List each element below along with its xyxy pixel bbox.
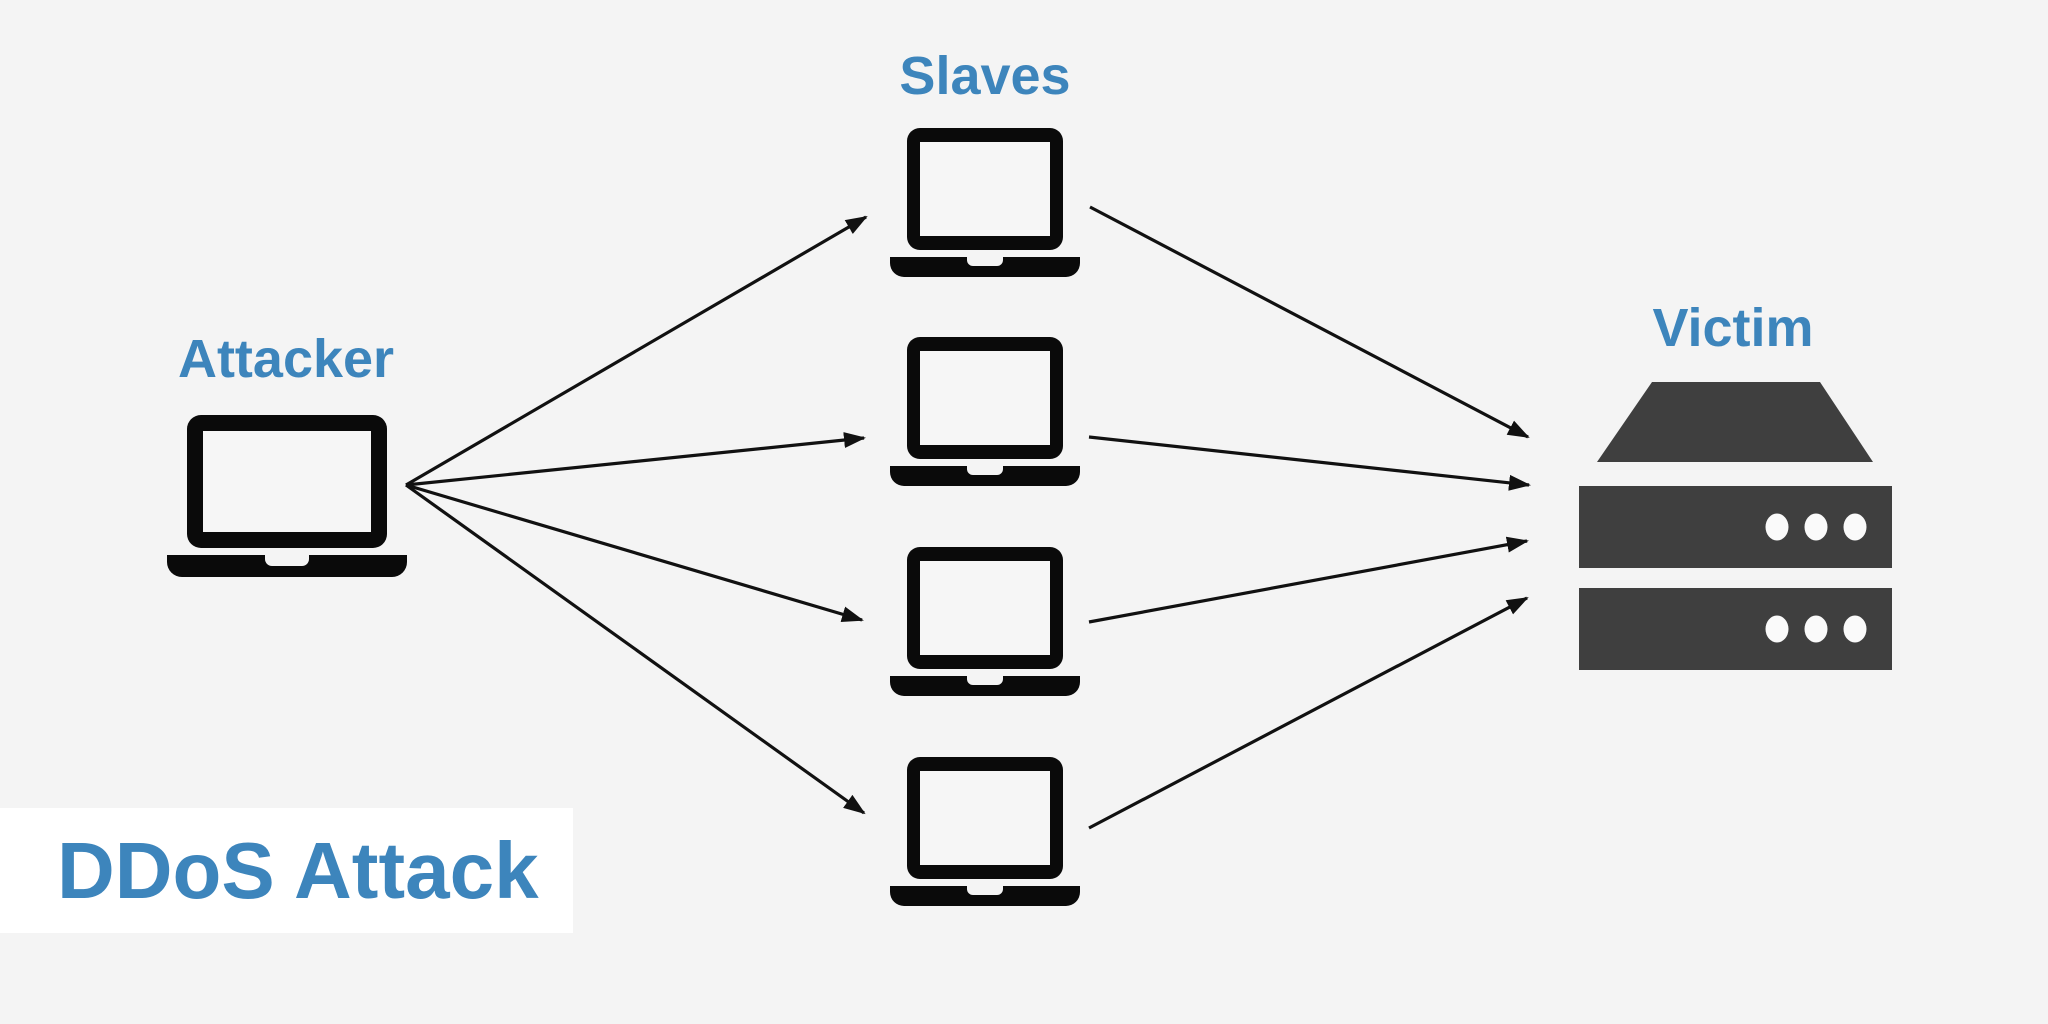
slave-laptop-icon-3 <box>890 547 1080 696</box>
slaves-label: Slaves <box>899 46 1071 106</box>
slave-to-victim-arrows <box>1088 205 1531 830</box>
attacker-laptop-icon <box>167 415 407 577</box>
diagram-title: DDoS Attack <box>57 826 539 915</box>
arrow-attacker-to-slave-4 <box>405 483 866 815</box>
slave-laptop-icon-2 <box>890 337 1080 486</box>
arrow-attacker-to-slave-2 <box>405 432 866 487</box>
victim-label: Victim <box>1652 298 1814 358</box>
slave-laptop-icon-4 <box>890 757 1080 906</box>
arrow-slave-4-to-victim <box>1088 596 1529 830</box>
attacker-to-slave-arrows <box>405 215 868 815</box>
victim-server-rack-icon <box>1579 382 1892 670</box>
title-box: DDoS Attack <box>0 808 573 933</box>
slave-laptop-icon-1 <box>890 128 1080 277</box>
arrow-attacker-to-slave-3 <box>405 483 864 622</box>
arrow-slave-1-to-victim <box>1089 205 1530 439</box>
arrow-slave-2-to-victim <box>1088 435 1531 491</box>
arrow-slave-3-to-victim <box>1088 536 1529 624</box>
attacker-label: Attacker <box>177 329 395 389</box>
arrow-attacker-to-slave-1 <box>405 215 868 487</box>
